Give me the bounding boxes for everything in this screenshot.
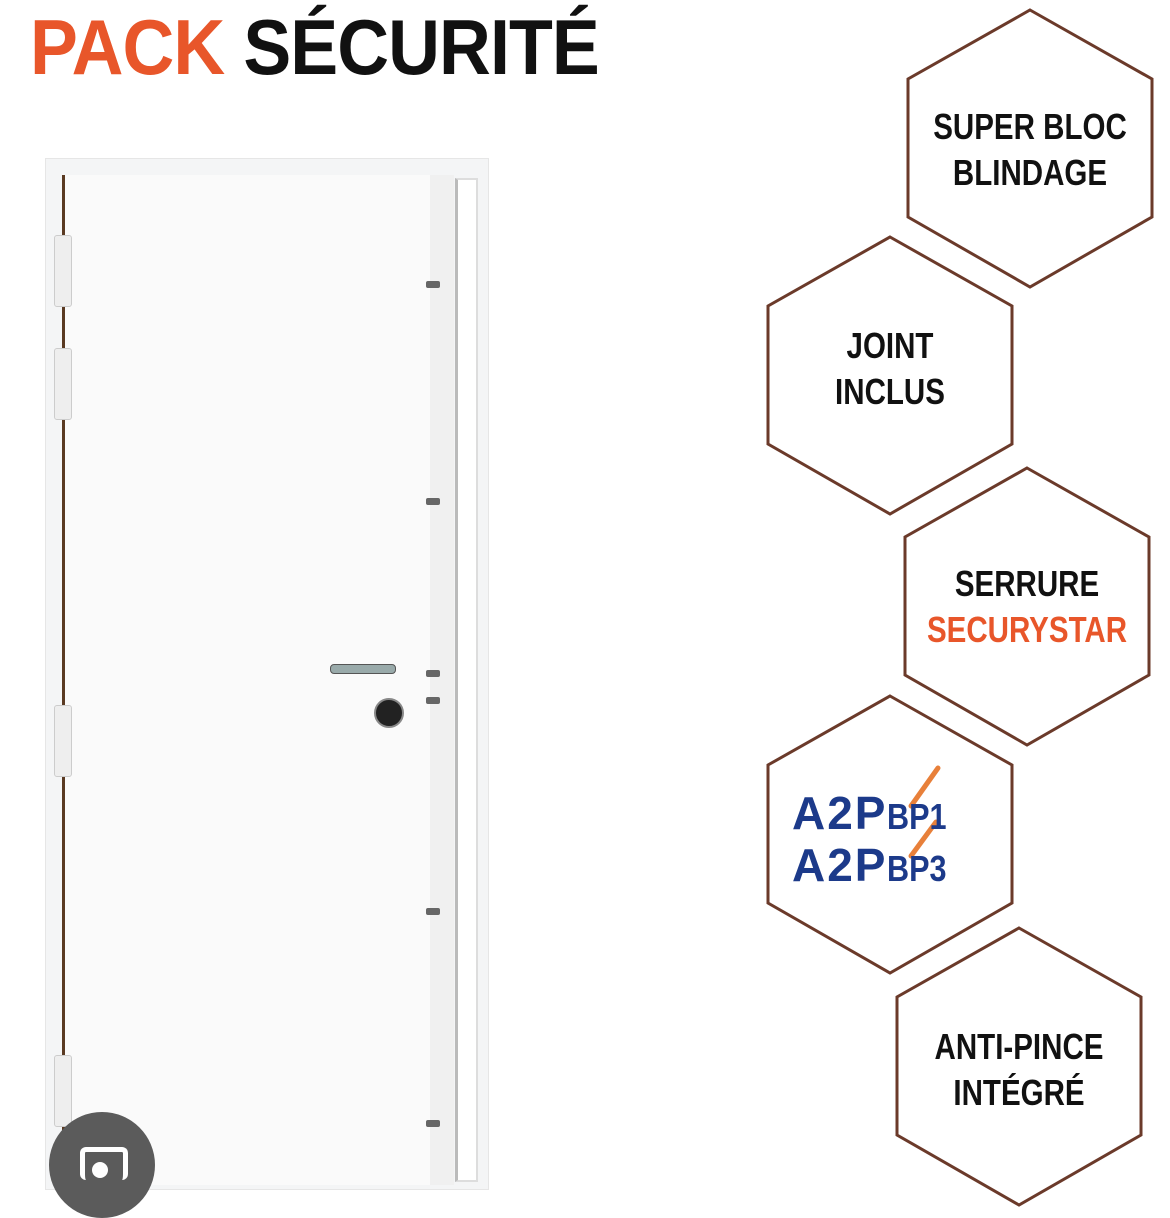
visual-search-button[interactable] [49, 1112, 155, 1218]
feature-hexagon-blindage: SUPER BLOC BLINDAGE [906, 8, 1154, 290]
bolt [426, 908, 440, 915]
hinge [54, 1055, 72, 1127]
feature-hexagon-a2p: A2PBP1 A2PBP3 [766, 694, 1014, 976]
hexagon-icon [766, 235, 1014, 516]
hinge [54, 235, 72, 307]
feature-hexagon-anti-pince: ANTI-PINCE INTÉGRÉ [895, 926, 1143, 1208]
hinge [54, 705, 72, 777]
feature-hexagon-joint: JOINT INCLUS [766, 235, 1014, 517]
hinge [54, 348, 72, 420]
bolt [426, 1120, 440, 1127]
door-leaf [62, 175, 435, 1185]
hexagon-icon [903, 466, 1151, 747]
door-edge [430, 175, 454, 1185]
bolt [426, 670, 440, 677]
bolt [426, 281, 440, 288]
a2p-bp3-logo: A2PBP3 [792, 839, 948, 891]
bolt [426, 697, 440, 704]
door-jamb [455, 178, 478, 1182]
hexagon-icon [766, 694, 1014, 975]
door-handle [330, 664, 396, 674]
feature-hexagon-serrure: SERRURE SECURYSTAR [903, 466, 1151, 748]
a2p-bp1-logo: A2PBP1 [792, 787, 948, 839]
camera-lens-dot [92, 1162, 108, 1178]
lock-cylinder [374, 698, 404, 728]
hexagon-icon [906, 8, 1154, 289]
camera-icon [80, 1147, 128, 1180]
bolt [426, 498, 440, 505]
page-title: PACK SÉCURITÉ [30, 3, 600, 91]
